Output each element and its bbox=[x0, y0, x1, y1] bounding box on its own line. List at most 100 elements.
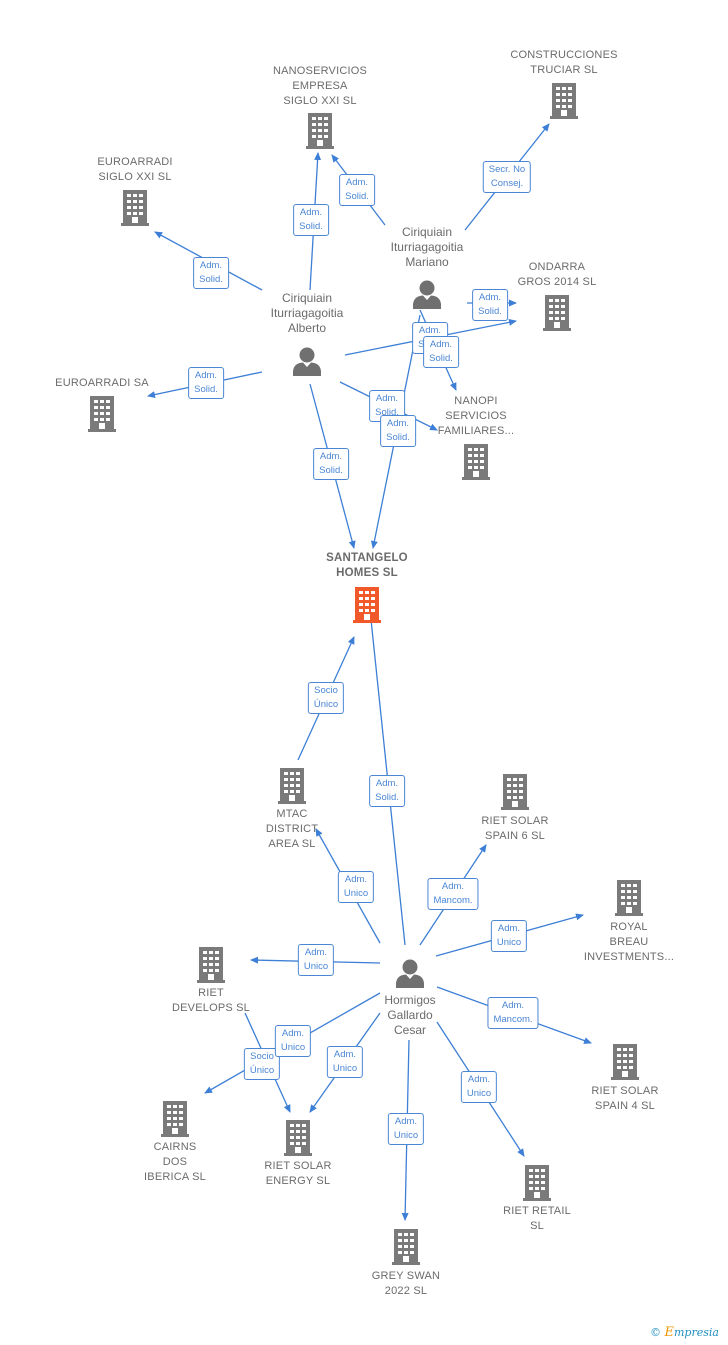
building-icon[interactable] bbox=[353, 587, 381, 623]
label-line: Iturriagagoitia bbox=[390, 240, 464, 254]
label-line: Ciriquiain bbox=[401, 225, 453, 239]
label-line: EUROARRADI SA bbox=[55, 377, 149, 389]
role-badge[interactable]: Adm. Solid. bbox=[193, 257, 229, 289]
building-icon[interactable] bbox=[121, 190, 149, 226]
label-line: GREY SWAN bbox=[371, 1270, 441, 1282]
role-text: Único bbox=[313, 699, 339, 710]
building-icon[interactable] bbox=[615, 880, 643, 916]
role-badge[interactable]: Adm.Unico bbox=[387, 1113, 425, 1145]
role-badge[interactable]: Adm.Unico bbox=[326, 1046, 364, 1078]
label-line: TRUCIAR SL bbox=[530, 64, 598, 76]
building-icon[interactable] bbox=[278, 768, 306, 804]
building-icon[interactable] bbox=[611, 1044, 639, 1080]
role-badge[interactable]: Adm.Solid. bbox=[369, 775, 405, 807]
label-line: Hormigos bbox=[384, 993, 436, 1007]
role-text: Adm. bbox=[344, 874, 368, 885]
role-badge[interactable]: Adm.Mancom. bbox=[487, 997, 539, 1029]
role-badge[interactable]: Adm.Unico bbox=[460, 1071, 498, 1103]
label-line: RIET SOLAR bbox=[481, 815, 549, 827]
label-line: SERVICIOS bbox=[445, 410, 507, 422]
label-line: Ciriquiain bbox=[281, 291, 333, 305]
role-badge[interactable]: Adm.Solid. bbox=[339, 174, 375, 206]
role-badge[interactable]: Adm.Solid. bbox=[380, 415, 416, 447]
role-text: Solid. bbox=[194, 384, 218, 395]
company-label-riet-energy[interactable]: RIET SOLAR ENERGY SL bbox=[264, 1159, 331, 1189]
role-text: Solid. bbox=[319, 465, 343, 476]
role-badge[interactable]: Adm.Unico bbox=[297, 944, 335, 976]
label-line: Gallardo bbox=[387, 1008, 433, 1022]
building-icon[interactable] bbox=[462, 444, 490, 480]
role-text: Solid. bbox=[199, 274, 223, 285]
building-icon[interactable] bbox=[550, 83, 578, 119]
person-icon[interactable] bbox=[413, 280, 441, 310]
label-line: RIET RETAIL bbox=[503, 1205, 571, 1217]
company-label-grey-swan[interactable]: GREY SWAN 2022 SL bbox=[372, 1269, 440, 1299]
role-badge[interactable]: Adm. Unico bbox=[274, 1025, 312, 1057]
role-badge[interactable]: Adm.Solid. bbox=[313, 448, 349, 480]
role-badge[interactable]: Adm.Solid. bbox=[188, 367, 224, 399]
building-icon[interactable] bbox=[523, 1165, 551, 1201]
role-text: Solid. bbox=[375, 407, 399, 418]
role-text: Adm. bbox=[333, 1049, 357, 1060]
building-icon[interactable] bbox=[197, 947, 225, 983]
role-text: Solid. bbox=[345, 191, 369, 202]
role-text: Adm. bbox=[199, 260, 223, 271]
building-icon[interactable] bbox=[306, 113, 334, 149]
person-icon[interactable] bbox=[293, 347, 321, 377]
company-label-euroarradi-sa[interactable]: EUROARRADI SA bbox=[55, 376, 149, 391]
role-text: Unico bbox=[393, 1130, 419, 1141]
role-text: Mancom. bbox=[493, 1014, 533, 1025]
building-icon[interactable] bbox=[161, 1101, 189, 1137]
role-badge[interactable]: Adm.Unico bbox=[490, 920, 528, 952]
building-icon[interactable] bbox=[392, 1229, 420, 1265]
label-line: Mariano bbox=[405, 255, 449, 269]
role-badge[interactable]: Adm. Unico bbox=[337, 871, 375, 903]
building-icon[interactable] bbox=[88, 396, 116, 432]
label-line: RIET SOLAR bbox=[264, 1160, 332, 1172]
label-line: ENERGY SL bbox=[265, 1175, 331, 1187]
role-text: Unico bbox=[303, 961, 329, 972]
role-text: Consej. bbox=[490, 178, 524, 189]
label-line: 2022 SL bbox=[384, 1285, 428, 1297]
role-badge[interactable]: Adm.Solid. bbox=[472, 289, 508, 321]
role-text: Solid. bbox=[299, 221, 323, 232]
label-line: RIET bbox=[198, 987, 224, 999]
label-line: IBERICA SL bbox=[144, 1171, 206, 1183]
role-text: Mancom. bbox=[433, 895, 473, 906]
role-badge[interactable]: Adm.Mancom. bbox=[427, 878, 479, 910]
label-line: HOMES SL bbox=[336, 567, 398, 579]
building-icon[interactable] bbox=[501, 774, 529, 810]
role-badge[interactable]: Adm.Solid. bbox=[293, 204, 329, 236]
building-icon[interactable] bbox=[543, 295, 571, 331]
role-text: Solid. bbox=[429, 353, 453, 364]
role-text: Adm. bbox=[386, 418, 410, 429]
building-icon[interactable] bbox=[284, 1120, 312, 1156]
role-text: Adm. bbox=[281, 1028, 305, 1039]
label-line: FAMILIARES... bbox=[437, 425, 515, 437]
person-icon[interactable] bbox=[396, 959, 424, 989]
role-text: Unico bbox=[343, 888, 369, 899]
role-text: Unico bbox=[496, 937, 522, 948]
role-text: Unico bbox=[280, 1042, 306, 1053]
role-badge[interactable]: Adm.Solid. bbox=[423, 336, 459, 368]
